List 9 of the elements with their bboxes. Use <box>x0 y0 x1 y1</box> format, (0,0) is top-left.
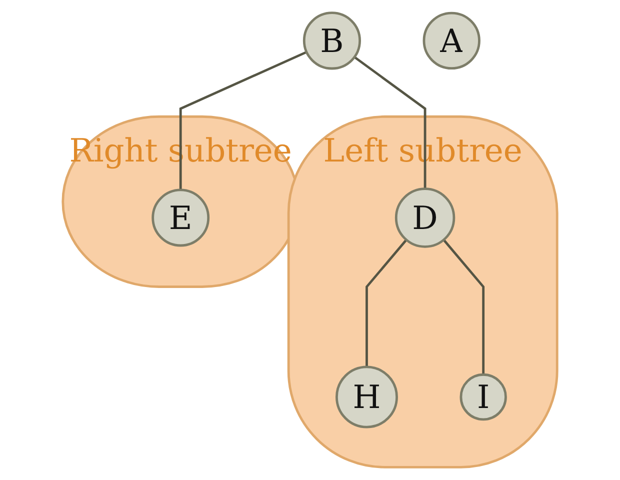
node-circle: A <box>422 12 480 70</box>
connector <box>366 239 408 367</box>
node-circle: E <box>152 188 210 247</box>
node-circle: B <box>302 12 361 70</box>
node-circle: I <box>460 373 507 421</box>
connector <box>354 56 426 189</box>
node-circle: D <box>394 188 456 248</box>
connector <box>442 239 485 375</box>
node-circle: H <box>336 366 398 428</box>
